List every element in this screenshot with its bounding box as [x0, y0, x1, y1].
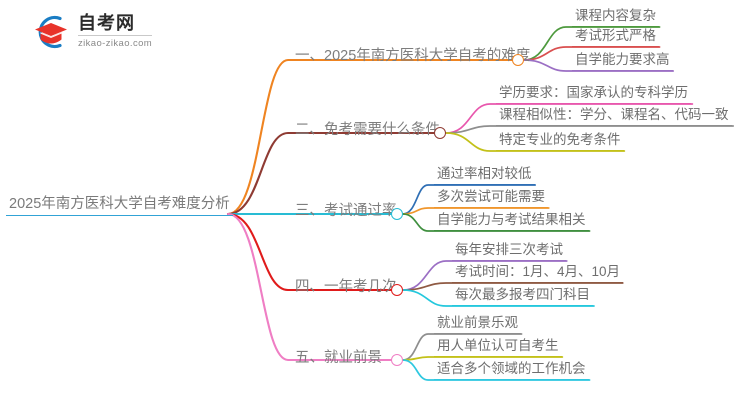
logo-url: zikao-zikao.com [78, 38, 153, 49]
leaf-node-1-3-label: 自学能力要求高 [572, 51, 673, 71]
connector-line [402, 359, 591, 381]
leaf-node-1-2-label: 考试形式严格 [572, 27, 659, 47]
leaf-node-1-3[interactable]: 自学能力要求高 [572, 51, 673, 71]
leaf-node-1-2[interactable]: 考试形式严格 [572, 27, 659, 47]
branch-dot-5[interactable] [391, 354, 403, 366]
branch-node-3-label: 三、考试通过率 [295, 203, 397, 219]
logo-name-cn: 自考网 [78, 14, 153, 36]
leaf-node-5-1[interactable]: 就业前景乐观 [434, 314, 521, 334]
leaf-node-5-3[interactable]: 适合多个领域的工作机会 [434, 360, 589, 380]
branch-node-1[interactable]: 一、2025年南方医科大学自考的难度 [292, 48, 533, 66]
branch-dot-1[interactable] [512, 54, 524, 66]
connector-line [226, 58, 520, 216]
leaf-node-4-3[interactable]: 每次最多报考四门科目 [452, 286, 593, 306]
connector-line [523, 59, 675, 72]
leaf-node-2-2-label: 课程相似性：学分、课程名、代码一致 [496, 106, 732, 126]
site-logo: 自考网 zikao-zikao.com [30, 12, 153, 52]
leaf-node-2-2[interactable]: 课程相似性：学分、课程名、代码一致 [496, 106, 732, 126]
logo-mark-icon [30, 12, 72, 52]
branch-node-2-label: 二、免考需要什么条件 [295, 122, 440, 138]
leaf-node-2-3-label: 特定专业的免考条件 [496, 131, 624, 151]
leaf-node-2-3[interactable]: 特定专业的免考条件 [496, 131, 624, 151]
branch-dot-4[interactable] [391, 284, 403, 296]
branch-node-5-label: 五、就业前景 [295, 350, 382, 366]
leaf-node-3-1[interactable]: 通过率相对较低 [434, 165, 535, 185]
branch-node-4-label: 四、一年考几次 [295, 279, 397, 295]
leaf-node-3-1-label: 通过率相对较低 [434, 165, 535, 185]
leaf-node-5-2-label: 用人单位认可自考生 [434, 337, 562, 357]
leaf-node-1-1[interactable]: 课程内容复杂 [572, 7, 659, 27]
branch-node-3[interactable]: 三、考试通过率 [292, 203, 400, 221]
connector-line [402, 289, 595, 307]
connector-line [226, 212, 399, 292]
root-node-label: 2025年南方医科大学自考难度分析 [6, 196, 233, 216]
leaf-node-1-1-label: 课程内容复杂 [572, 7, 659, 27]
leaf-node-4-2[interactable]: 考试时间：1月、4月、10月 [452, 263, 624, 283]
branch-node-5[interactable]: 五、就业前景 [292, 350, 385, 368]
connector-line [226, 212, 399, 362]
leaf-node-4-1-label: 每年安排三次考试 [452, 241, 566, 261]
leaf-node-4-2-label: 考试时间：1月、4月、10月 [452, 263, 624, 283]
leaf-node-3-2-label: 多次尝试可能需要 [434, 188, 548, 208]
logo-text: 自考网 zikao-zikao.com [78, 14, 153, 50]
logo-graduation-cap-icon [35, 15, 67, 49]
leaf-node-3-3[interactable]: 自学能力与考试结果相关 [434, 211, 589, 231]
branch-dot-3[interactable] [391, 208, 403, 220]
branch-node-4[interactable]: 四、一年考几次 [292, 279, 400, 297]
leaf-node-3-2[interactable]: 多次尝试可能需要 [434, 188, 548, 208]
leaf-node-2-1[interactable]: 学历要求：国家承认的专科学历 [496, 84, 691, 104]
leaf-node-4-3-label: 每次最多报考四门科目 [452, 286, 593, 306]
root-node[interactable]: 2025年南方医科大学自考难度分析 [6, 196, 233, 216]
branch-node-1-label: 一、2025年南方医科大学自考的难度 [295, 48, 531, 64]
branch-dot-2[interactable] [434, 127, 446, 139]
connector-line [402, 213, 591, 232]
leaf-node-5-2[interactable]: 用人单位认可自考生 [434, 337, 562, 357]
leaf-node-2-1-label: 学历要求：国家承认的专科学历 [496, 84, 691, 104]
connector-line [226, 131, 442, 216]
branch-node-2[interactable]: 二、免考需要什么条件 [292, 122, 443, 140]
leaf-node-5-1-label: 就业前景乐观 [434, 314, 521, 334]
leaf-node-3-3-label: 自学能力与考试结果相关 [434, 211, 589, 231]
connector-line [445, 132, 626, 152]
leaf-node-4-1[interactable]: 每年安排三次考试 [452, 241, 566, 261]
leaf-node-5-3-label: 适合多个领域的工作机会 [434, 360, 589, 380]
